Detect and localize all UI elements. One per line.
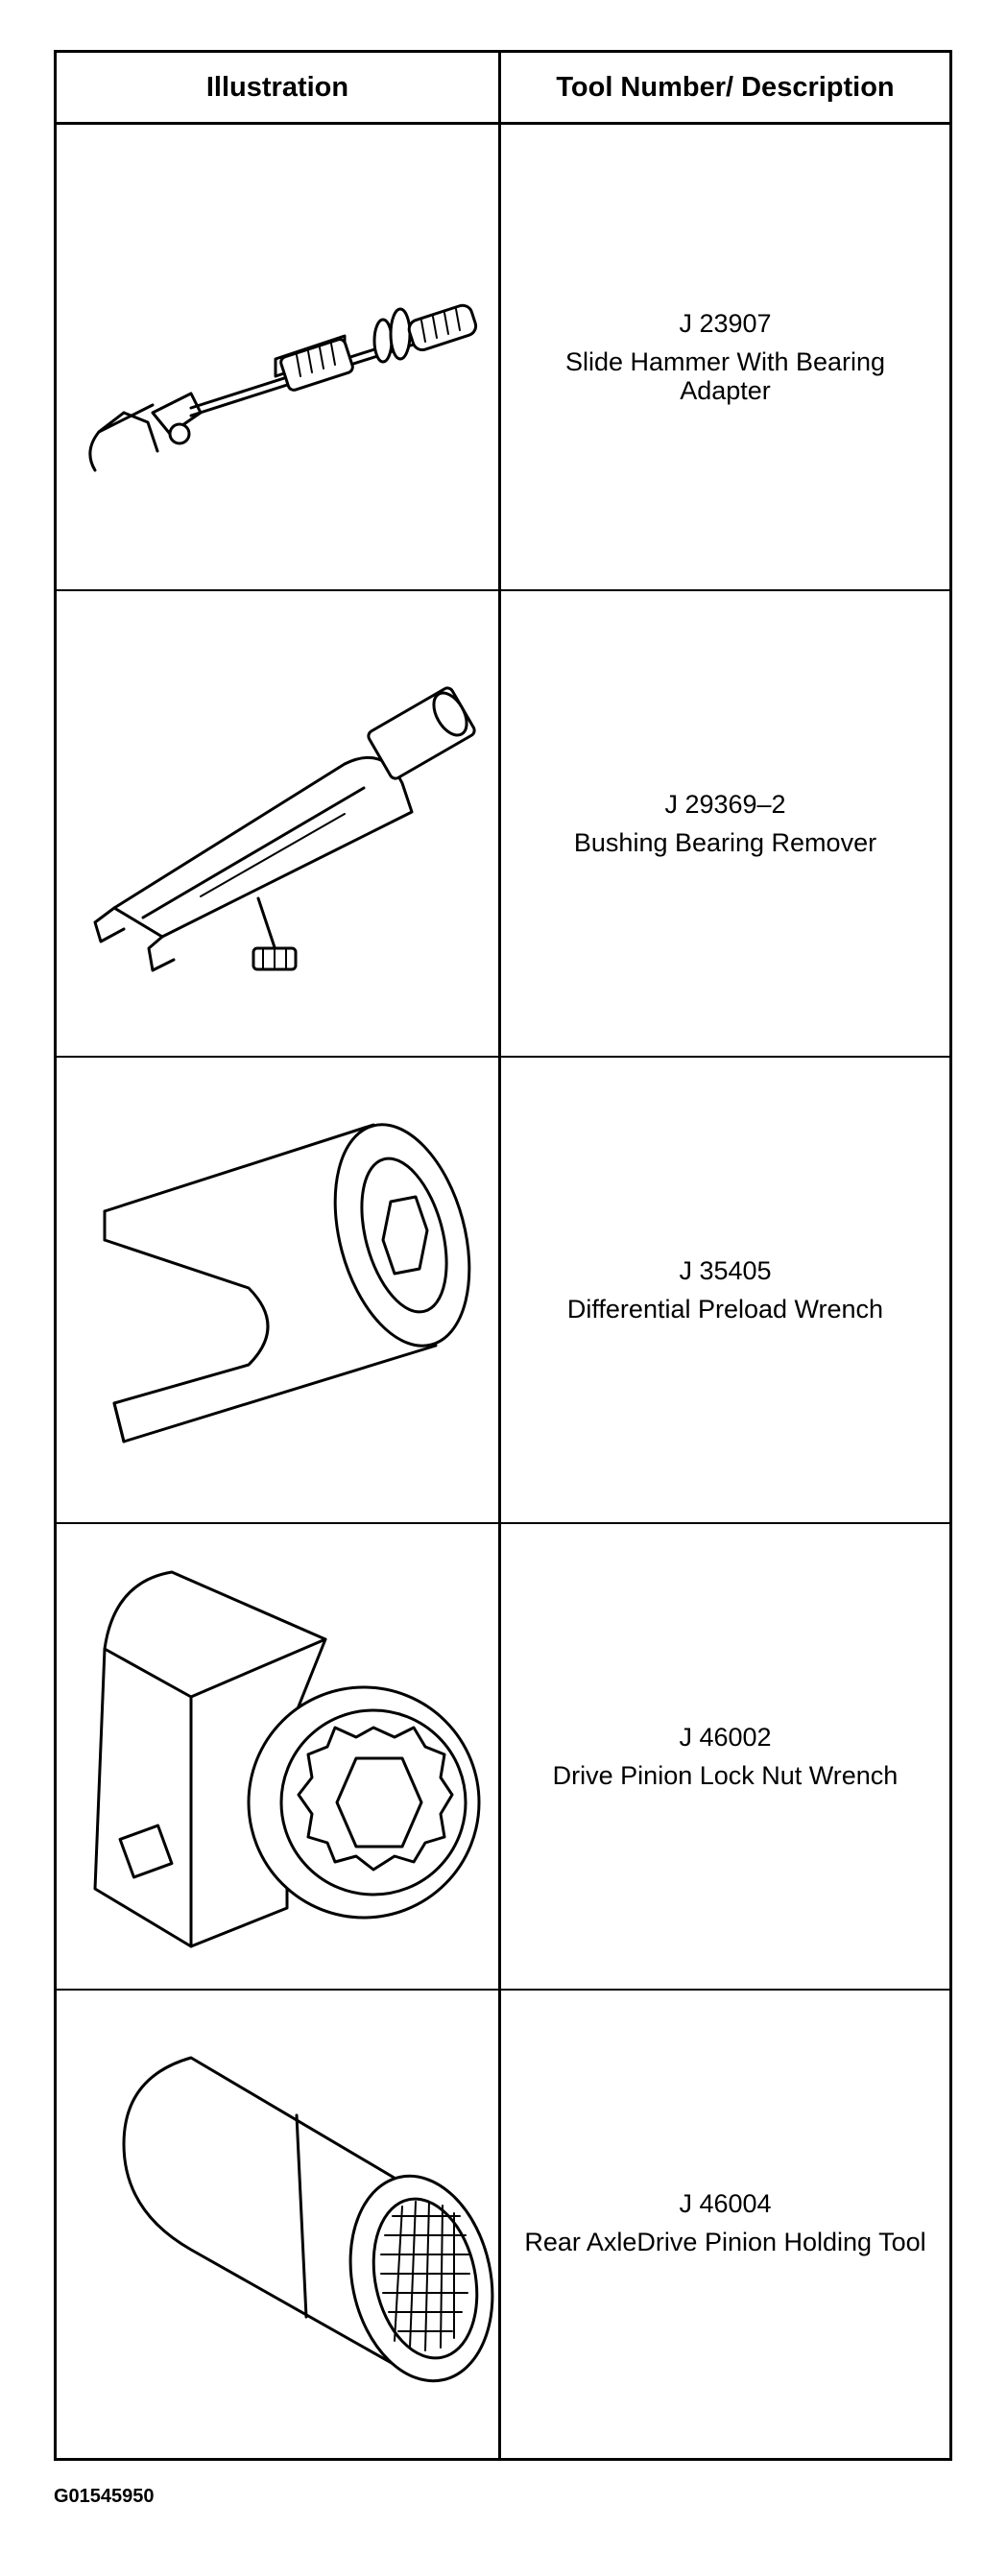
table-row: J 29369–2 Bushing Bearing Remover <box>57 591 949 1058</box>
illustration-cell <box>57 1524 498 1989</box>
header-row: Illustration Tool Number/ Description <box>57 53 949 125</box>
tool-number: J 23907 <box>679 309 772 338</box>
image-code: G01545950 <box>54 2486 155 2507</box>
header-illustration: Illustration <box>205 71 349 103</box>
column-divider <box>498 53 501 2458</box>
slide-hammer-icon <box>88 303 478 472</box>
bushing-remover-icon <box>93 686 476 972</box>
description-cell: J 46002 Drive Pinion Lock Nut Wrench <box>501 1524 949 1989</box>
description-cell: J 35405 Differential Preload Wrench <box>501 1058 949 1522</box>
table-row: J 23907 Slide Hammer With Bearing Adapte… <box>57 125 949 591</box>
tool-description: Slide Hammer With Bearing Adapter <box>564 347 886 405</box>
tool-number: J 46002 <box>679 1723 772 1752</box>
illustration-cell <box>57 125 498 589</box>
tool-number: J 46004 <box>679 2189 772 2218</box>
table-row: J 46002 Drive Pinion Lock Nut Wrench <box>57 1524 949 1991</box>
tool-description: Bushing Bearing Remover <box>573 828 877 857</box>
header-description: Tool Number/ Description <box>556 71 895 103</box>
illustration-cell <box>57 1991 498 2455</box>
tool-number: J 35405 <box>679 1256 772 1285</box>
illustration-cell <box>57 1058 498 1522</box>
tool-description: Drive Pinion Lock Nut Wrench <box>552 1761 899 1790</box>
description-cell: J 46004 Rear AxleDrive Pinion Holding To… <box>501 1991 949 2455</box>
tool-number: J 29369–2 <box>664 790 786 819</box>
description-cell: J 29369–2 Bushing Bearing Remover <box>501 591 949 1056</box>
tool-description: Rear AxleDrive Pinion Holding Tool <box>524 2228 926 2256</box>
illustration-cell <box>57 591 498 1056</box>
tool-table: Illustration Tool Number/ Description <box>54 50 952 2461</box>
preload-wrench-icon <box>103 1123 471 1443</box>
pinion-holding-tool-icon <box>122 2056 494 2383</box>
lock-nut-wrench-icon <box>93 1570 481 1948</box>
table-row: J 46004 Rear AxleDrive Pinion Holding To… <box>57 1991 949 2455</box>
tool-description: Differential Preload Wrench <box>566 1295 884 1324</box>
description-cell: J 23907 Slide Hammer With Bearing Adapte… <box>501 125 949 589</box>
table-row: J 35405 Differential Preload Wrench <box>57 1058 949 1524</box>
